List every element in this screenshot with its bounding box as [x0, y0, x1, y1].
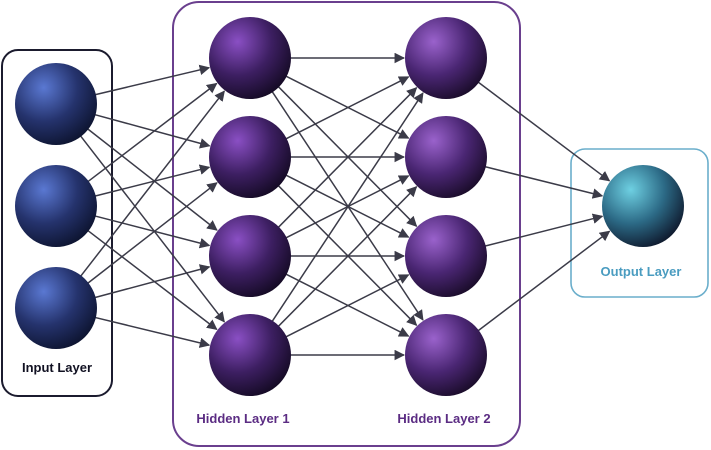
output-layer-box	[570, 148, 709, 298]
edge-input-3-to-hidden1-3	[93, 264, 211, 299]
hidden2-node-4	[405, 314, 487, 396]
hidden2-node-3	[405, 215, 487, 297]
hidden1-node-4	[209, 314, 291, 396]
input-node-1	[15, 63, 97, 145]
edge-input-2-to-hidden1-1	[86, 82, 218, 183]
hidden-layers-box	[172, 1, 521, 447]
hidden1-node-2	[209, 116, 291, 198]
input-layer-box	[1, 49, 113, 397]
output-node-1	[602, 165, 684, 247]
edge-hidden1-4-to-hidden2-2	[276, 186, 418, 328]
input-node-3	[15, 267, 97, 349]
edge-hidden1-3-to-hidden2-4	[284, 272, 410, 337]
edge-hidden2-3-to-output-1	[483, 213, 604, 248]
edge-hidden2-1-to-output-1	[476, 80, 611, 182]
edge-hidden1-4-to-hidden2-3	[284, 274, 410, 339]
edge-hidden1-3-to-hidden2-2	[284, 175, 410, 240]
output-layer-label: Output Layer	[601, 264, 682, 279]
hidden1-node-3	[209, 215, 291, 297]
edge-hidden1-3-to-hidden2-1	[276, 87, 418, 229]
edge-input-1-to-hidden1-4	[79, 134, 225, 323]
hidden1-node-1	[209, 17, 291, 99]
nodes	[15, 17, 684, 396]
edge-hidden1-1-to-hidden2-3	[276, 85, 418, 227]
edge-hidden1-1-to-hidden2-2	[284, 74, 410, 139]
hidden2-node-2	[405, 116, 487, 198]
edge-input-3-to-hidden1-4	[93, 316, 211, 348]
edge-hidden1-1-to-hidden2-4	[270, 90, 424, 321]
hidden-layer-2-label: Hidden Layer 2	[397, 411, 490, 426]
edge-hidden2-2-to-output-1	[483, 165, 604, 199]
edge-input-1-to-hidden1-1	[93, 64, 211, 96]
edge-input-2-to-hidden1-2	[93, 164, 211, 198]
connections	[79, 52, 611, 361]
edge-hidden1-2-to-hidden2-4	[276, 184, 418, 326]
edge-input-1-to-hidden1-3	[86, 127, 218, 231]
edge-input-3-to-hidden1-1	[79, 90, 225, 278]
edge-input-1-to-hidden1-2	[93, 113, 211, 149]
edge-hidden1-2-to-hidden2-1	[284, 76, 410, 141]
edge-input-3-to-hidden1-2	[86, 182, 218, 285]
edge-hidden1-2-to-hidden2-3	[284, 173, 410, 238]
hidden-layer-1-label: Hidden Layer 1	[196, 411, 289, 426]
edge-input-2-to-hidden1-3	[93, 214, 211, 249]
edge-hidden1-4-to-hidden2-1	[270, 92, 424, 323]
edge-hidden2-4-to-output-1	[476, 230, 611, 333]
hidden2-node-1	[405, 17, 487, 99]
edge-input-2-to-hidden1-4	[86, 229, 218, 331]
input-layer-label: Input Layer	[22, 360, 92, 375]
input-node-2	[15, 165, 97, 247]
